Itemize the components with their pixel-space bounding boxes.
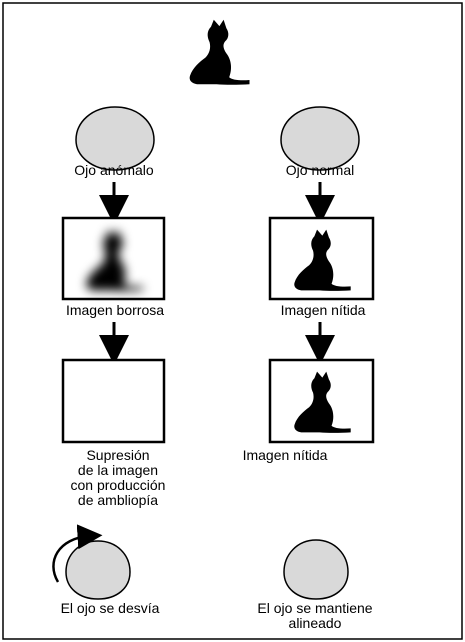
aligned-eye-shape: [284, 540, 348, 599]
left-eye-shape: [76, 107, 154, 170]
outer-border: [3, 3, 462, 639]
blurred-image-label: Imagen borrosa: [40, 303, 190, 318]
sharp-image-label-2: Imagen nítida: [210, 448, 360, 463]
sharp-image-label-1: Imagen nítida: [248, 303, 398, 318]
aligned-eye-label: El ojo se mantiene alineado: [235, 601, 395, 631]
right-eye-shape: [281, 107, 359, 170]
suppression-label: Supresión de la imagen con producción de…: [38, 448, 198, 508]
deviating-eye-label: El ojo se desvía: [30, 601, 190, 616]
right-eye-label: Ojo normal: [250, 163, 390, 178]
left-eye-label: Ojo anómalo: [44, 163, 184, 178]
deviating-eye-shape: [66, 541, 130, 599]
suppressed-image-frame: [63, 360, 164, 442]
